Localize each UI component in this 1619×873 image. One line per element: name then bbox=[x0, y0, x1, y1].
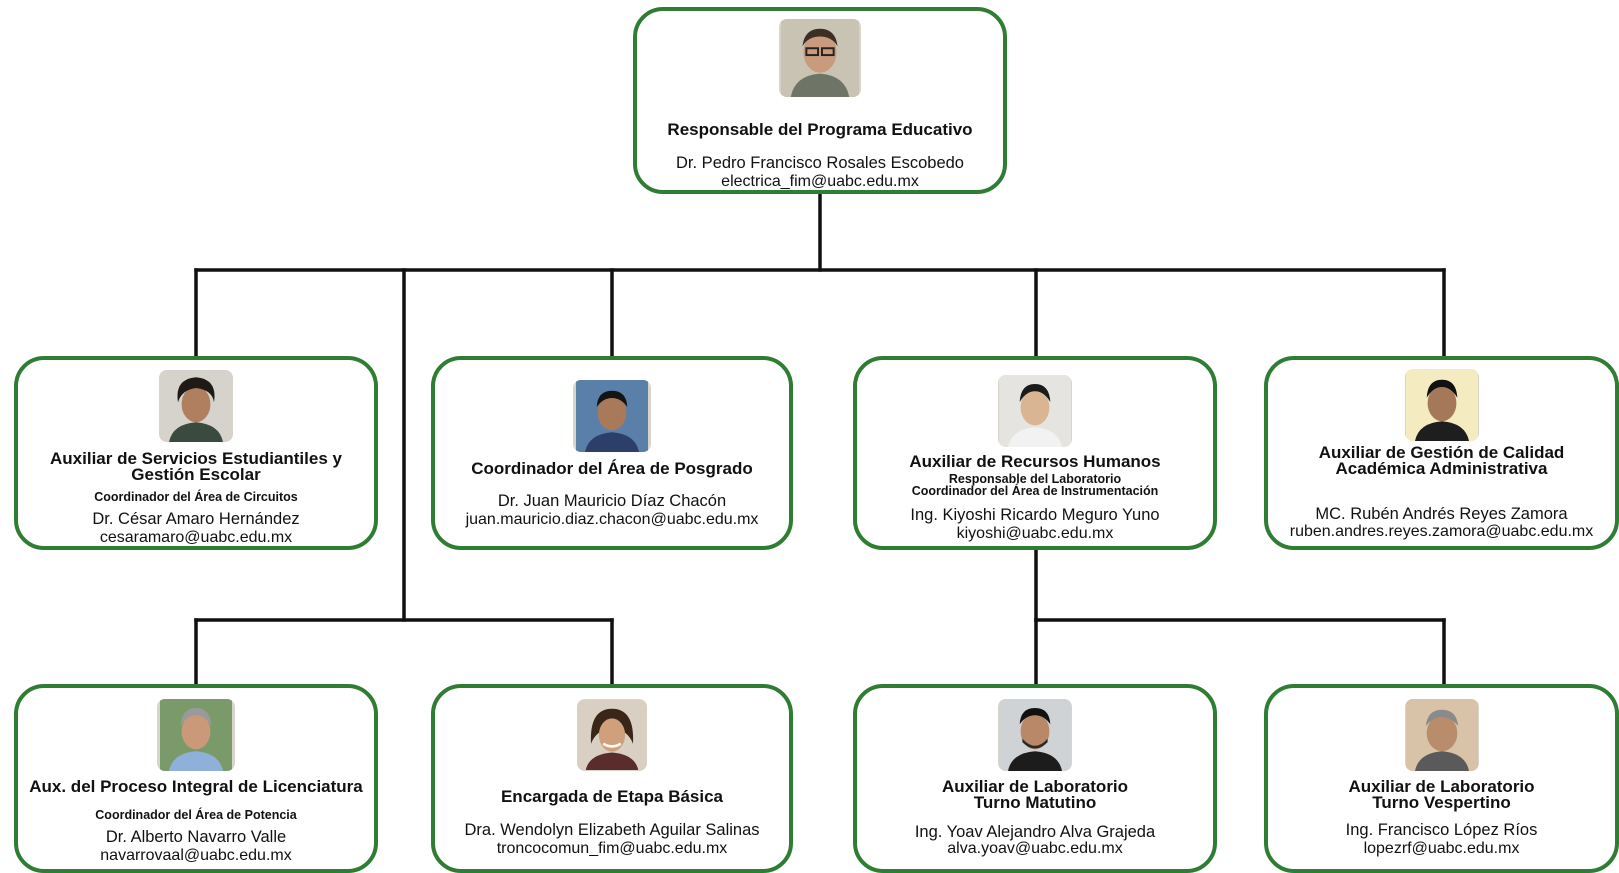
man-gray-hair-photo bbox=[1404, 699, 1479, 771]
vespertino-email: lopezrf@uabc.edu.mx bbox=[1363, 840, 1520, 857]
vespertino-role-line1: Auxiliar de Laboratorio bbox=[1348, 777, 1535, 796]
calidad-role-line2: Académica Administrativa bbox=[1335, 459, 1548, 478]
node-basica: Encargada de Etapa Básica Dra. Wendolyn … bbox=[431, 684, 793, 873]
licenciatura-sub: Coordinador del Área de Potencia bbox=[95, 808, 297, 822]
man-photo bbox=[998, 375, 1072, 447]
licenciatura-email: navarrovaal@uabc.edu.mx bbox=[100, 847, 292, 864]
calidad-role-line1: Auxiliar de Gestión de Calidad bbox=[1318, 443, 1565, 462]
woman-photo bbox=[577, 699, 647, 771]
posgrado-name: Dr. Juan Mauricio Díaz Chacón bbox=[497, 492, 727, 510]
matutino-role-line1: Auxiliar de Laboratorio bbox=[941, 777, 1129, 796]
node-director: Responsable del Programa Educativo Dr. P… bbox=[633, 7, 1007, 194]
rrhh-sub-line2: Coordinador del Área de Instrumentación bbox=[911, 484, 1159, 498]
servicios-role-line2: Gestión Escolar bbox=[131, 465, 261, 484]
man-photo bbox=[1404, 369, 1479, 441]
basica-name: Dra. Wendolyn Elizabeth Aguilar Salinas bbox=[464, 821, 760, 839]
licenciatura-name: Dr. Alberto Navarro Valle bbox=[105, 828, 287, 846]
vespertino-role-line2: Turno Vespertino bbox=[1372, 793, 1511, 812]
director-role: Responsable del Programa Educativo bbox=[667, 120, 973, 139]
rrhh-sub-line1: Responsable del Laboratorio bbox=[948, 472, 1122, 486]
servicios-sub: Coordinador del Área de Circuitos bbox=[94, 490, 298, 504]
rrhh-email: kiyoshi@uabc.edu.mx bbox=[956, 525, 1114, 542]
basica-role: Encargada de Etapa Básica bbox=[500, 787, 724, 806]
node-rrhh: Auxiliar de Recursos Humanos Responsable… bbox=[853, 356, 1217, 550]
posgrado-email: juan.mauricio.diaz.chacon@uabc.edu.mx bbox=[465, 511, 759, 528]
rrhh-name: Ing. Kiyoshi Ricardo Meguro Yuno bbox=[910, 506, 1160, 524]
director-email: electrica_fim@uabc.edu.mx bbox=[721, 173, 919, 190]
matutino-email: alva.yoav@uabc.edu.mx bbox=[947, 840, 1123, 857]
director-name: Dr. Pedro Francisco Rosales Escobedo bbox=[676, 154, 964, 172]
calidad-name: MC. Rubén Andrés Reyes Zamora bbox=[1315, 505, 1568, 523]
vespertino-name: Ing. Francisco López Ríos bbox=[1345, 821, 1538, 839]
matutino-name: Ing. Yoav Alejandro Alva Grajeda bbox=[914, 823, 1156, 841]
rrhh-role: Auxiliar de Recursos Humanos bbox=[909, 452, 1161, 471]
node-posgrado: Coordinador del Área de Posgrado Dr. Jua… bbox=[431, 356, 793, 550]
man-photo bbox=[998, 699, 1072, 771]
servicios-email: cesaramaro@uabc.edu.mx bbox=[99, 529, 293, 546]
man-gray-hair-photo bbox=[157, 699, 235, 771]
basica-email: troncocomun_fim@uabc.edu.mx bbox=[496, 840, 728, 857]
man-glasses-photo bbox=[779, 19, 861, 97]
servicios-name: Dr. César Amaro Hernández bbox=[92, 510, 300, 528]
node-licenciatura: Aux. del Proceso Integral de Licenciatur… bbox=[14, 684, 378, 873]
matutino-role-line2: Turno Matutino bbox=[973, 793, 1097, 812]
posgrado-role: Coordinador del Área de Posgrado bbox=[471, 459, 753, 478]
calidad-email: ruben.andres.reyes.zamora@uabc.edu.mx bbox=[1289, 523, 1594, 540]
licenciatura-role: Aux. del Proceso Integral de Licenciatur… bbox=[29, 777, 363, 796]
man-photo bbox=[573, 380, 651, 452]
servicios-role-line1: Auxiliar de Servicios Estudiantiles y bbox=[50, 449, 342, 468]
man-curly-hair-photo bbox=[159, 370, 233, 442]
